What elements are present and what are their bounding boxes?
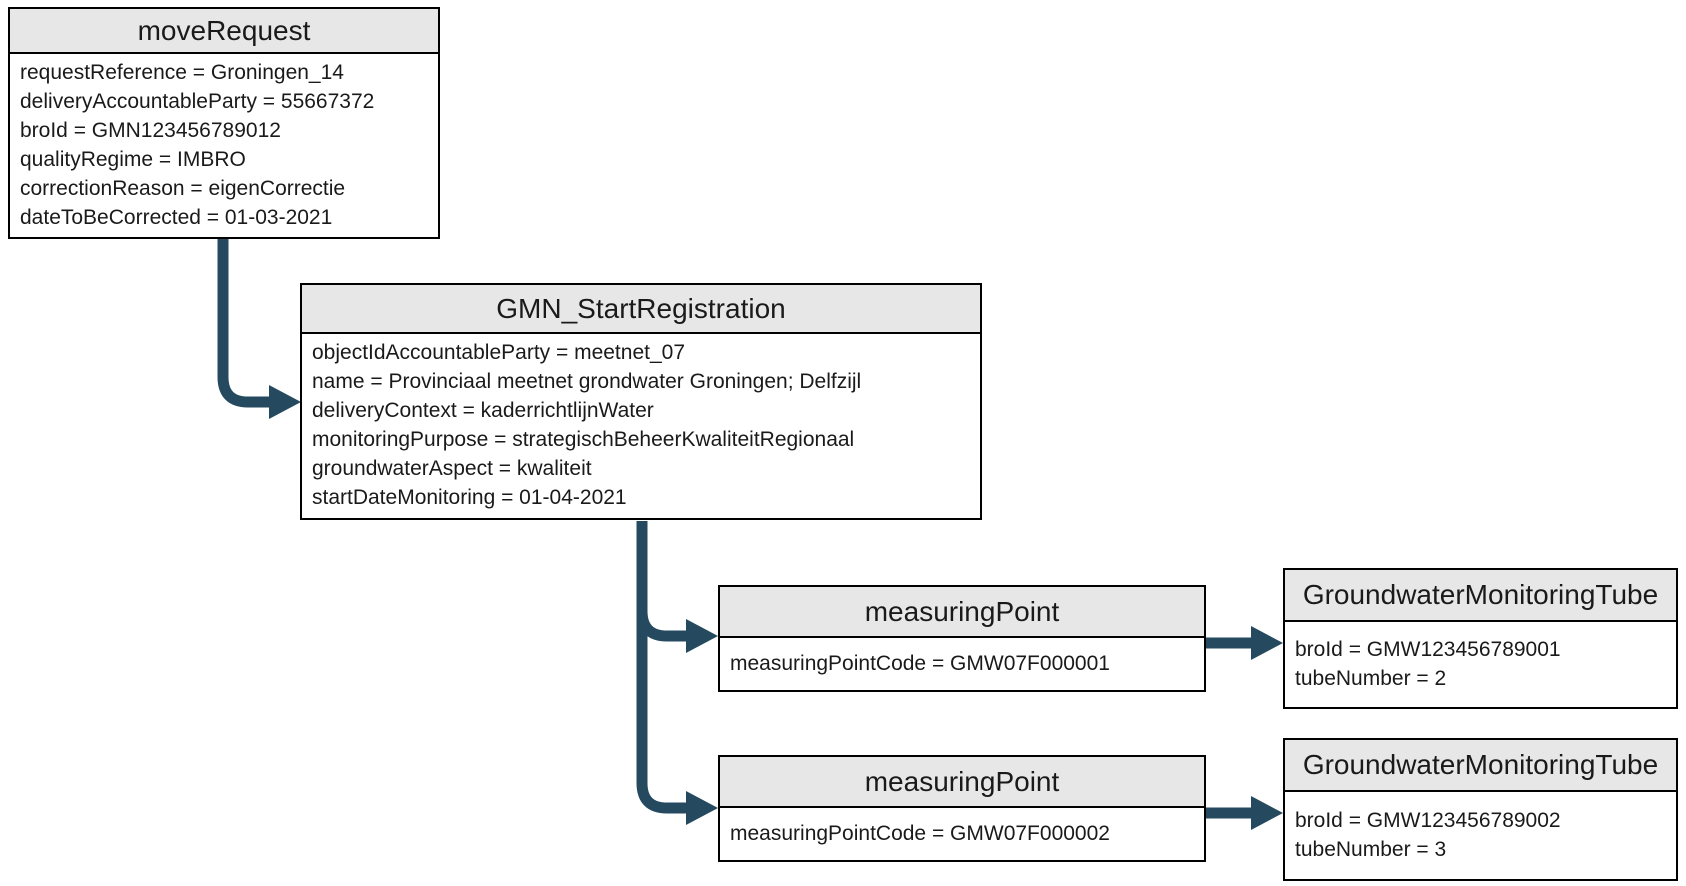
attribute-line: measuringPointCode = GMW07F000001 <box>730 651 1110 675</box>
attribute-line: correctionReason = eigenCorrectie <box>20 176 346 200</box>
node-groundwater-monitoring-tube-1-header: GroundwaterMonitoringTube <box>1285 570 1676 622</box>
node-measuring-point-1-header: measuringPoint <box>720 587 1204 638</box>
attribute-line: broId = GMN123456789012 <box>20 118 281 142</box>
node-groundwater-monitoring-tube-1-body: broId = GMW123456789001 tubeNumber = 2 <box>1285 622 1676 705</box>
node-groundwater-monitoring-tube-2-body: broId = GMW123456789002 tubeNumber = 3 <box>1285 792 1676 877</box>
edge-gmnstartregistration-to-measuringpoint2-arrow <box>636 521 718 825</box>
node-groundwater-monitoring-tube-1: GroundwaterMonitoringTube broId = GMW123… <box>1283 568 1678 709</box>
attribute-line: broId = GMW123456789002 <box>1295 808 1561 832</box>
attribute-line: monitoringPurpose = strategischBeheerKwa… <box>312 428 855 451</box>
node-title: measuringPoint <box>864 595 1060 627</box>
attribute-line: requestReference = Groningen_14 <box>20 60 344 84</box>
node-groundwater-monitoring-tube-2: GroundwaterMonitoringTube broId = GMW123… <box>1283 738 1678 881</box>
attribute-line: qualityRegime = IMBRO <box>20 147 246 171</box>
attribute-line: startDateMonitoring = 01-04-2021 <box>312 486 627 509</box>
node-title: GroundwaterMonitoringTube <box>1302 579 1659 610</box>
node-title: moveRequest <box>137 14 311 46</box>
attribute-line: objectIdAccountableParty = meetnet_07 <box>312 341 685 364</box>
attribute-line: tubeNumber = 3 <box>1295 837 1447 861</box>
edge-moverequest-to-gmnstartregistration-arrow <box>217 239 301 419</box>
attribute-line: groundwaterAspect = kwaliteit <box>312 457 592 480</box>
node-title: measuringPoint <box>864 765 1060 797</box>
attribute-line: dateToBeCorrected = 01-03-2021 <box>20 205 333 229</box>
node-measuring-point-1-body: measuringPointCode = GMW07F000001 <box>720 638 1204 688</box>
node-move-request: moveRequest requestReference = Groningen… <box>8 7 440 239</box>
node-measuring-point-2-header: measuringPoint <box>720 757 1204 808</box>
attribute-line: deliveryContext = kaderrichtlijnWater <box>312 399 654 422</box>
edge-measuringpoint1-to-tube1-arrow <box>1206 626 1283 660</box>
attribute-line: measuringPointCode = GMW07F000002 <box>730 821 1110 845</box>
node-groundwater-monitoring-tube-2-header: GroundwaterMonitoringTube <box>1285 740 1676 792</box>
node-move-request-body: requestReference = Groningen_14 delivery… <box>10 54 438 235</box>
node-gmn-start-registration-header: GMN_StartRegistration <box>302 285 980 334</box>
node-move-request-header: moveRequest <box>10 9 438 54</box>
attribute-line: tubeNumber = 2 <box>1295 666 1447 690</box>
node-measuring-point-2-body: measuringPointCode = GMW07F000002 <box>720 808 1204 858</box>
node-gmn-start-registration-body: objectIdAccountableParty = meetnet_07 na… <box>302 334 980 516</box>
node-title: GroundwaterMonitoringTube <box>1302 749 1659 780</box>
node-gmn-start-registration: GMN_StartRegistration objectIdAccountabl… <box>300 283 982 520</box>
attribute-line: broId = GMW123456789001 <box>1295 637 1561 661</box>
node-measuring-point-1: measuringPoint measuringPointCode = GMW0… <box>718 585 1206 692</box>
attribute-line: deliveryAccountableParty = 55667372 <box>20 89 375 113</box>
edge-measuringpoint2-to-tube2-arrow <box>1206 796 1283 830</box>
attribute-line: name = Provinciaal meetnet grondwater Gr… <box>312 370 862 393</box>
edge-gmnstartregistration-to-measuringpoint1-arrow <box>636 521 718 653</box>
node-measuring-point-2: measuringPoint measuringPointCode = GMW0… <box>718 755 1206 862</box>
node-title: GMN_StartRegistration <box>496 292 786 324</box>
